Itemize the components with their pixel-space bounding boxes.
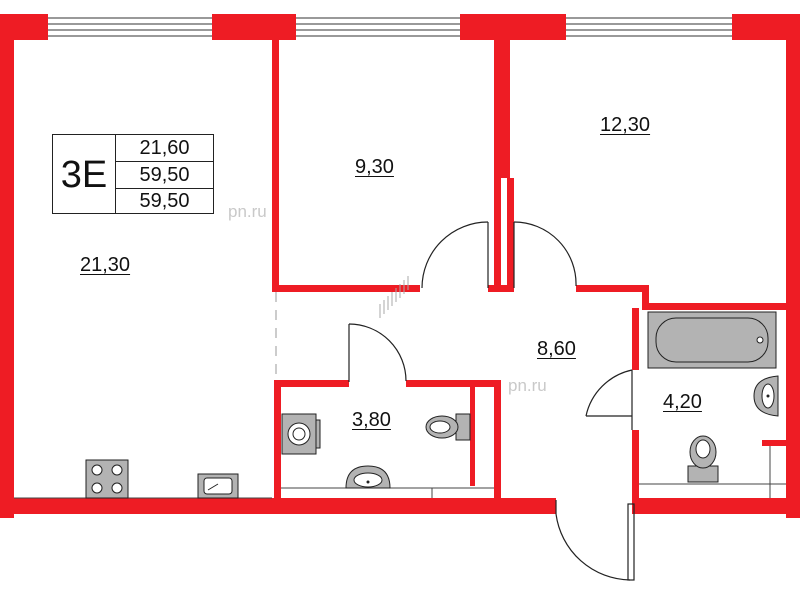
room-area-bathroom-tub: 4,20 xyxy=(663,391,702,413)
room-area-hallway: 8,60 xyxy=(537,338,576,360)
washbasin-small-icon xyxy=(753,375,779,417)
info-row-divider xyxy=(116,188,213,189)
room-area-bathroom-toilet: 3,80 xyxy=(352,409,391,431)
partition-lines xyxy=(14,446,786,499)
window-top-middle xyxy=(296,17,460,37)
area-value-1: 21,60 xyxy=(139,137,190,159)
info-row-divider xyxy=(116,161,213,162)
room-area-bedroom-small: 9,30 xyxy=(355,156,394,178)
window-top-right xyxy=(566,17,732,37)
stove-icon xyxy=(85,459,129,499)
washing-machine-icon xyxy=(281,413,321,455)
radiator-icon xyxy=(379,276,409,318)
room-area-living-kitchen: 21,30 xyxy=(80,254,131,276)
area-value-2: 59,50 xyxy=(139,164,190,186)
walls xyxy=(0,14,800,518)
room-area-bedroom-large: 12,30 xyxy=(600,114,651,136)
bathtub-icon xyxy=(647,311,777,369)
window-top-left xyxy=(48,17,212,37)
watermark-text: pn.ru xyxy=(508,376,547,395)
area-value-3: 59,50 xyxy=(139,190,190,212)
info-divider xyxy=(115,135,116,213)
toilet-small-icon xyxy=(687,435,719,483)
toilet-icon xyxy=(425,413,471,441)
apartment-info-box: 3E 21,60 59,50 59,50 xyxy=(52,134,214,214)
kitchen-sink-icon xyxy=(197,473,239,499)
washbasin-icon xyxy=(345,465,391,489)
apartment-code: 3E xyxy=(60,154,108,196)
watermark-text: pn.ru xyxy=(228,202,267,221)
door-swings xyxy=(348,221,635,581)
